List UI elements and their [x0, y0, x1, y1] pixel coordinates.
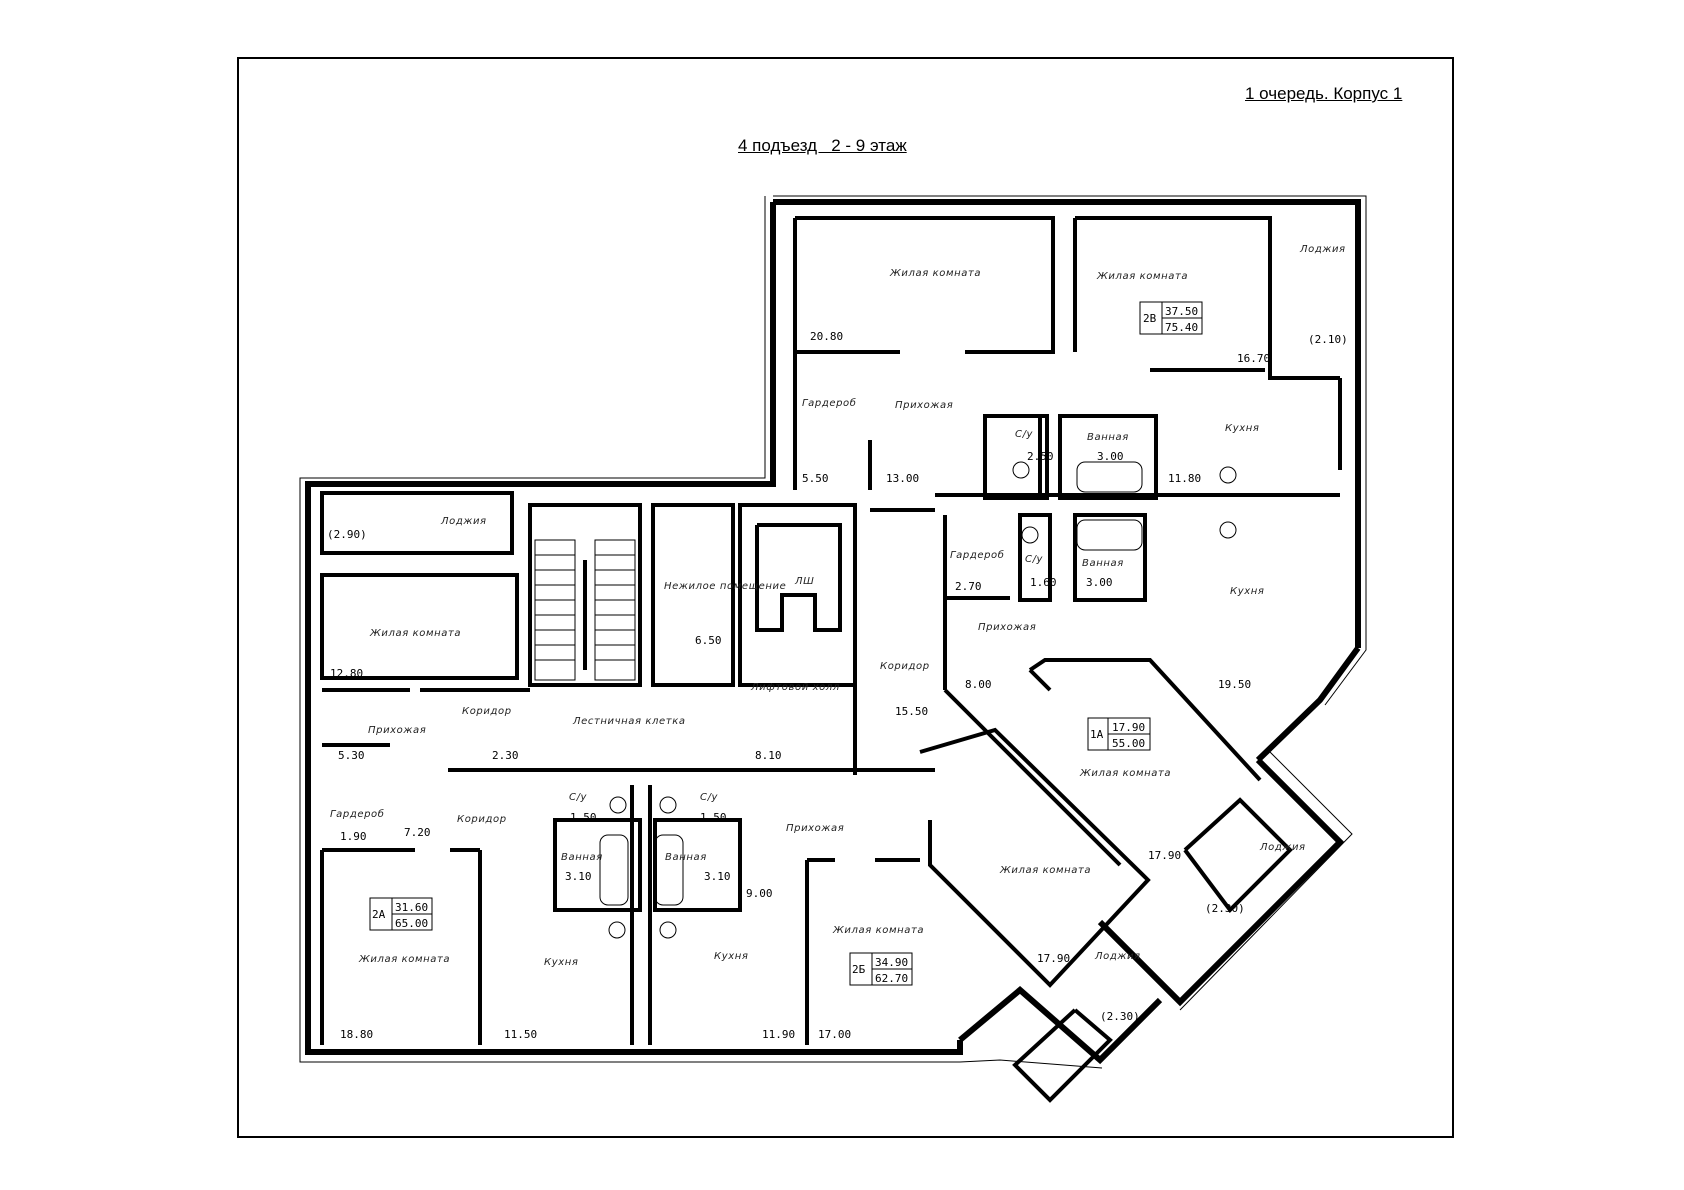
- room-label: Прихожая: [368, 725, 426, 736]
- area-value: (2.90): [327, 528, 367, 541]
- apartment-code: 1А: [1090, 728, 1104, 741]
- area-value: 6.50: [695, 634, 722, 647]
- room-label: Жилая комната: [369, 628, 461, 639]
- room-label: Жилая комната: [889, 268, 981, 279]
- area-value: 5.30: [338, 749, 365, 762]
- area-value: (2.10): [1308, 333, 1348, 346]
- room-label: Ванная: [1082, 558, 1124, 569]
- apartment-living-area: 31.60: [395, 901, 428, 914]
- apartment-tags: 2В 37.50 75.40 1А 17.90 55.00 2А 31.60 6…: [369, 301, 1203, 986]
- room-label: Коридор: [880, 661, 930, 672]
- apartment-tag-2b: 2Б 34.90 62.70: [849, 952, 913, 986]
- room-label: Жилая комната: [832, 925, 924, 936]
- floor-title: 4 подъезд 2 - 9 этаж: [738, 136, 907, 155]
- area-value: 8.10: [755, 749, 782, 762]
- apartment-living-area: 17.90: [1112, 721, 1145, 734]
- room-label: Коридор: [462, 706, 512, 717]
- area-value: 17.00: [818, 1028, 851, 1041]
- area-value: 8.00: [965, 678, 992, 691]
- area-value: 3.00: [1097, 450, 1124, 463]
- area-value: (2.30): [1205, 902, 1245, 915]
- area-value: 11.90: [762, 1028, 795, 1041]
- apartment-total-area: 55.00: [1112, 737, 1145, 750]
- area-value: 18.80: [340, 1028, 373, 1041]
- room-label: Лоджия: [440, 516, 487, 527]
- room-label: Лоджия: [1299, 244, 1346, 255]
- area-value: 13.00: [886, 472, 919, 485]
- area-value: 19.50: [1218, 678, 1251, 691]
- room-label: Ванная: [1087, 432, 1129, 443]
- apartment-tag-1a: 1А 17.90 55.00: [1087, 717, 1151, 751]
- apartment-tag-2v: 2В 37.50 75.40: [1139, 301, 1203, 335]
- area-value: 5.50: [802, 472, 829, 485]
- area-value: 9.00: [746, 887, 773, 900]
- room-label: Лоджия: [1259, 842, 1306, 853]
- room-label: С/у: [700, 792, 719, 803]
- room-labels: Жилая комната Жилая комната Лоджия Гарде…: [330, 244, 1346, 968]
- room-label: Жилая комната: [1079, 768, 1171, 779]
- area-value: 3.10: [704, 870, 731, 883]
- area-value: 3.00: [1086, 576, 1113, 589]
- room-label: Кухня: [1225, 423, 1260, 434]
- area-value: 11.50: [504, 1028, 537, 1041]
- room-label: Коридор: [457, 814, 507, 825]
- room-label: Кухня: [544, 957, 579, 968]
- apartment-living-area: 34.90: [875, 956, 908, 969]
- room-label: Кухня: [1230, 586, 1265, 597]
- room-label: Прихожая: [786, 823, 844, 834]
- area-value: 1.50: [700, 811, 727, 824]
- area-value: 12.80: [330, 667, 363, 680]
- room-label: Лоджия: [1094, 951, 1141, 962]
- area-value: 15.50: [895, 705, 928, 718]
- area-value: (2.30): [1100, 1010, 1140, 1023]
- room-label: Жилая комната: [1096, 271, 1188, 282]
- area-value: 1.90: [340, 830, 367, 843]
- queue-title: 1 очередь. Корпус 1: [1245, 84, 1403, 103]
- apartment-total-area: 62.70: [875, 972, 908, 985]
- area-value: 1.50: [570, 811, 597, 824]
- room-label: Прихожая: [895, 400, 953, 411]
- area-value: 20.80: [810, 330, 843, 343]
- room-label: С/у: [1025, 554, 1044, 565]
- room-label: Лестничная клетка: [572, 716, 686, 727]
- room-label: Кухня: [714, 951, 749, 962]
- apartment-code: 2Б: [852, 963, 866, 976]
- room-label: С/у: [569, 792, 588, 803]
- room-label: Жилая комната: [358, 954, 450, 965]
- area-value: 11.80: [1168, 472, 1201, 485]
- area-value: 2.50: [1027, 450, 1054, 463]
- room-label: ЛШ: [794, 576, 814, 587]
- room-label: Нежилое помещение: [664, 581, 786, 592]
- area-numbers: 20.80 16.70 (2.10) 5.50 13.00 2.50 3.00 …: [327, 330, 1348, 1041]
- area-value: 3.10: [565, 870, 592, 883]
- room-label: Гардероб: [950, 549, 1005, 561]
- room-label: Гардероб: [330, 808, 385, 820]
- area-value: 2.70: [955, 580, 982, 593]
- apartment-total-area: 75.40: [1165, 321, 1198, 334]
- area-value: 16.70: [1237, 352, 1270, 365]
- staircase: [534, 539, 636, 681]
- area-value: 2.30: [492, 749, 519, 762]
- outer-walls: [299, 195, 1367, 1069]
- area-value: 17.90: [1037, 952, 1070, 965]
- drawing-frame: [237, 57, 1454, 1138]
- room-label: Ванная: [665, 852, 707, 863]
- bathtubs: [599, 461, 1237, 939]
- apartment-code: 2А: [372, 908, 386, 921]
- room-label: Ванная: [561, 852, 603, 863]
- area-value: 17.90: [1148, 849, 1181, 862]
- apartment-tag-2a: 2А 31.60 65.00: [369, 897, 433, 931]
- room-label: Прихожая: [978, 622, 1036, 633]
- room-label: Жилая комната: [999, 865, 1091, 876]
- interior-walls: [320, 216, 1342, 1103]
- apartment-living-area: 37.50: [1165, 305, 1198, 318]
- area-value: 1.60: [1030, 576, 1057, 589]
- apartment-code: 2В: [1143, 312, 1157, 325]
- room-label: Лифтовой холл: [750, 682, 840, 693]
- area-value: 7.20: [404, 826, 431, 839]
- apartment-total-area: 65.00: [395, 917, 428, 930]
- room-label: С/у: [1015, 429, 1034, 440]
- room-label: Гардероб: [802, 397, 857, 409]
